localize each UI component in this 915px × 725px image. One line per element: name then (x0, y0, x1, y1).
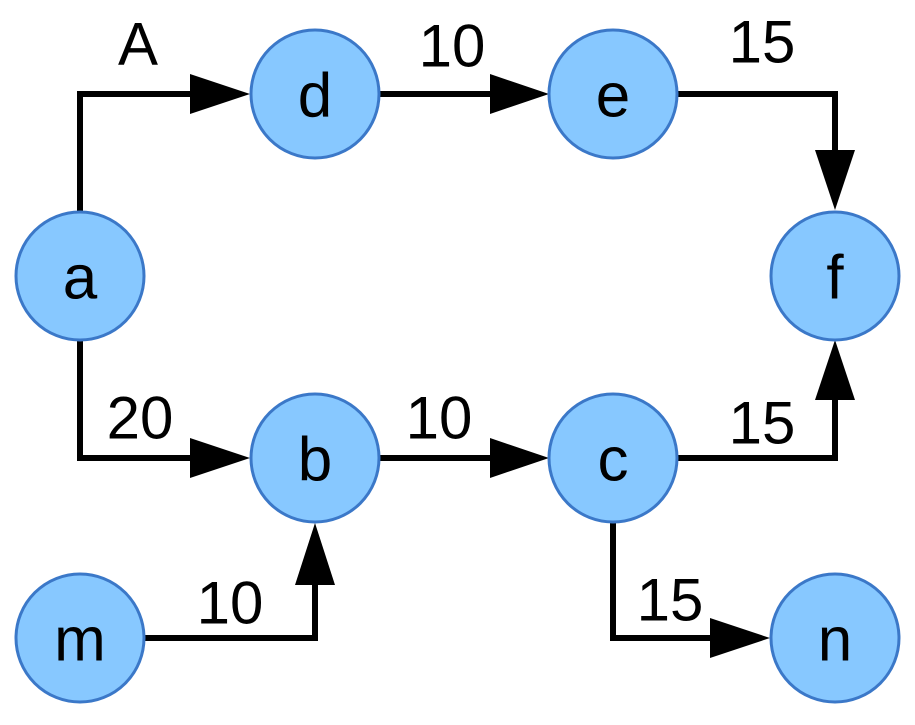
node-label-c: c (598, 426, 629, 495)
node-d: d (249, 28, 381, 160)
edge-d-e (379, 74, 549, 114)
edge-a-b (77, 341, 250, 478)
edge-labels: A 20 10 15 10 15 10 15 (107, 9, 796, 637)
edge-label-a-b: 20 (107, 385, 174, 452)
edge-c-n (610, 523, 770, 658)
edge-c-f (678, 340, 855, 461)
node-label-e: e (596, 62, 630, 131)
node-label-d: d (298, 62, 332, 131)
edge-label-a-d: A (118, 11, 158, 78)
edge-label-e-f: 15 (729, 9, 796, 76)
node-n: n (769, 572, 901, 704)
edge-label-c-f: 15 (729, 390, 796, 457)
edge-label-b-c: 10 (406, 385, 473, 452)
node-f: f (769, 210, 901, 342)
node-label-f: f (826, 244, 844, 313)
node-label-n: n (818, 606, 852, 675)
edges (77, 74, 855, 658)
edge-m-b (145, 523, 335, 641)
node-label-b: b (298, 426, 332, 495)
node-label-m: m (54, 606, 106, 675)
edge-a-d (77, 74, 250, 212)
node-m: m (14, 572, 146, 704)
edge-b-c (379, 438, 549, 478)
edge-label-d-e: 10 (419, 13, 486, 80)
edge-label-c-n: 15 (637, 567, 704, 634)
edge-label-m-b: 10 (197, 570, 264, 637)
node-b: b (249, 392, 381, 524)
node-label-a: a (63, 244, 98, 313)
node-a: a (14, 210, 146, 342)
nodes: a d e f b c m n (14, 28, 901, 704)
node-c: c (547, 392, 679, 524)
node-e: e (547, 28, 679, 160)
edge-e-f (678, 91, 855, 210)
